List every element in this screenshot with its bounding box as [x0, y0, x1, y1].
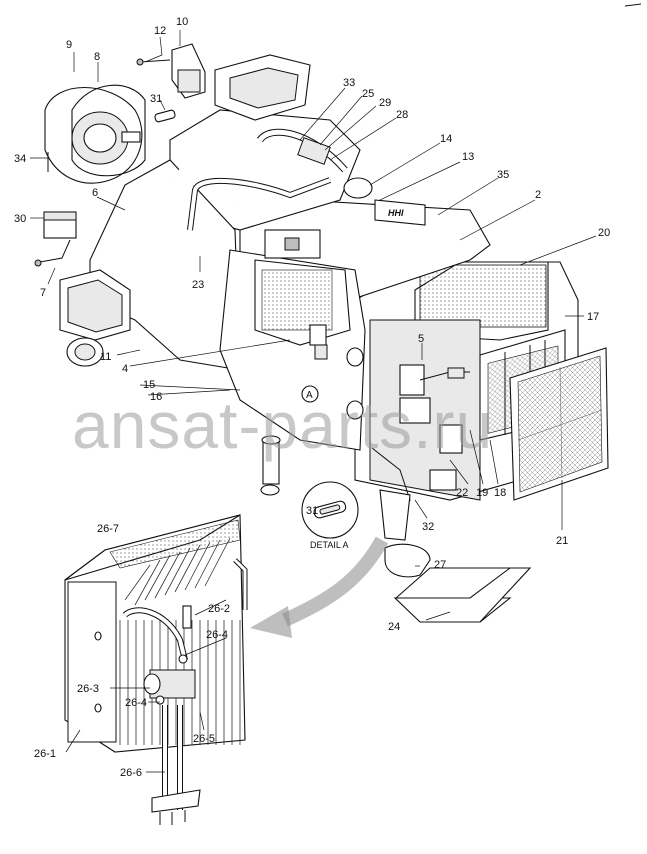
callout-11: 11 [100, 351, 111, 363]
electrical-parts [264, 229, 470, 521]
callout-31-detail: 31 [306, 505, 318, 517]
callout-6: 6 [92, 187, 98, 199]
brand-plate-text: HHI [388, 208, 404, 218]
callout-35: 35 [497, 169, 509, 181]
callout-4: 4 [122, 363, 128, 375]
callout-13: 13 [462, 151, 474, 163]
callout-31-top: 31 [150, 93, 162, 105]
detail-arrow [250, 536, 389, 638]
detail-a-label: DETAIL A [310, 540, 349, 550]
drain-parts [379, 489, 532, 623]
drain-tube [260, 435, 281, 496]
callout-26-2: 26-2 [208, 603, 230, 615]
callout-12: 12 [154, 25, 166, 37]
watermark: ansat-parts.ru [72, 388, 493, 462]
detail-a: DETAIL A [301, 481, 359, 550]
callout-7: 7 [40, 287, 46, 299]
callout-25: 25 [362, 88, 374, 100]
callout-10: 10 [176, 16, 188, 28]
detail-marker-letter: A [306, 390, 313, 401]
actuator-left [34, 211, 77, 267]
callout-26-5: 26-5 [193, 733, 215, 745]
filter-frame [509, 347, 609, 501]
callout-26-6: 26-6 [120, 767, 142, 779]
evaporator-assembly [64, 514, 248, 825]
callout-33: 33 [343, 77, 355, 89]
heater-unit-housing [59, 54, 579, 501]
callout-8: 8 [94, 51, 100, 63]
callout-26-4-bottom: 26-4 [125, 697, 147, 709]
callout-30: 30 [14, 213, 26, 225]
corner-mark [624, 3, 642, 7]
callout-28: 28 [396, 109, 408, 121]
detail-marker: A [301, 385, 319, 403]
callout-2: 2 [535, 189, 541, 201]
callout-26-7: 26-7 [97, 523, 119, 535]
callout-34: 34 [14, 153, 26, 165]
callout-26-4-top: 26-4 [206, 629, 228, 641]
callout-labels: 9 10 12 8 31 33 25 29 28 14 13 35 2 34 6… [14, 16, 610, 779]
callout-20: 20 [598, 227, 610, 239]
motor-cover [71, 84, 146, 177]
callout-14: 14 [440, 133, 452, 145]
actuator-top [136, 43, 206, 123]
callout-19: 19 [476, 487, 488, 499]
leader-lines [30, 30, 597, 773]
callout-16: 16 [150, 391, 162, 403]
callout-18: 18 [494, 487, 506, 499]
callout-26-3: 26-3 [77, 683, 99, 695]
callout-29: 29 [379, 97, 391, 109]
brand-plate: HHI [374, 199, 426, 226]
callout-22: 22 [456, 487, 468, 499]
heater-pipes [173, 128, 373, 231]
callout-15: 15 [143, 379, 155, 391]
callout-21: 21 [556, 535, 568, 547]
callout-24: 24 [388, 621, 400, 633]
callout-9: 9 [66, 39, 72, 51]
callout-17: 17 [587, 311, 599, 323]
callout-32: 32 [422, 521, 434, 533]
callout-27: 27 [434, 559, 446, 571]
callout-23: 23 [192, 279, 204, 291]
callout-5: 5 [418, 333, 424, 345]
callout-26-1: 26-1 [34, 748, 56, 760]
